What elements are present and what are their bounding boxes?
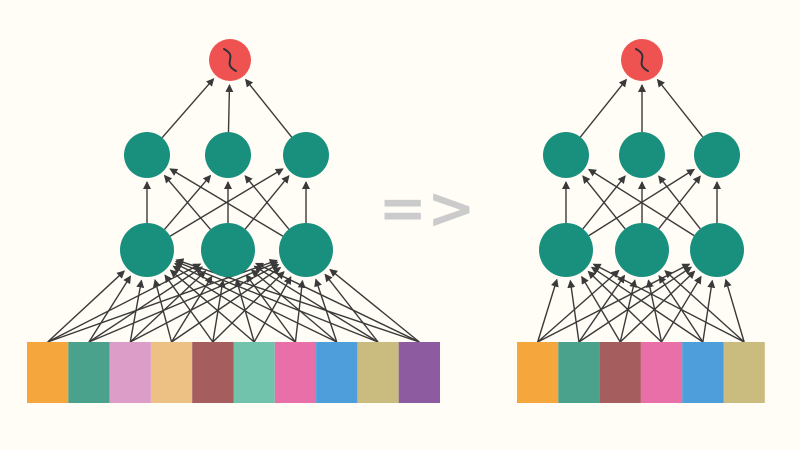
original-network-edge-in1-h12 (88, 261, 279, 343)
pruned-network-edge-in2-h12 (619, 270, 696, 343)
original-network-edge-in1-h10 (88, 275, 132, 343)
original-network-input-block-3 (150, 342, 193, 403)
pruned-network-edge-in0-h11 (537, 269, 620, 343)
original-network-edge-in3-h12 (171, 266, 282, 343)
original-network-edge-in2-h11 (129, 270, 207, 343)
pruned-network-hidden-node-l2-0 (543, 132, 589, 178)
original-network-activation-squiggle-icon (223, 48, 237, 72)
original-network-edge-in6-h10 (172, 265, 296, 343)
pruned-network-edge-h22-out (656, 78, 704, 138)
pruned-network-edge-in5-h11 (664, 270, 745, 343)
original-network-edge-h22-out (244, 78, 293, 138)
pruned-network-edge-in4-h10 (590, 266, 704, 343)
pruned-network-edge-in3-h11 (645, 279, 663, 343)
original-network-edge-in8-h12 (324, 273, 379, 343)
pruned-network-edge-in2-h11 (619, 279, 638, 343)
transform-arrow: => (378, 174, 475, 242)
original-network-hidden-node-l2-2 (283, 132, 329, 178)
pruned-network-hidden-node-l1-0 (539, 223, 593, 277)
original-network-edge-h21-out (225, 83, 234, 133)
pruned-network-edge-h11-h20 (582, 175, 626, 230)
original-network-edge-h12-h21 (244, 175, 290, 230)
pruned-network-input-block-3 (640, 342, 683, 403)
original-network-edge-in4-h12 (212, 271, 285, 343)
original-network-edge-in3-h11 (170, 275, 213, 343)
original-network-input-block-6 (274, 342, 317, 403)
pruned-network-edge-in3-h10 (587, 270, 663, 343)
original-network-edge-in9-h11 (255, 262, 420, 343)
original-network-input-block-0 (27, 342, 69, 403)
original-network-edge-in9-h12 (329, 268, 420, 343)
original-network-edge-in0-h10 (47, 270, 125, 343)
pruned-network-edge-h20-out (579, 78, 628, 138)
pruned-network-input-block-5 (723, 342, 765, 403)
pruned-network-hidden-node-l1-2 (690, 223, 744, 277)
pruned-network-activation-squiggle-icon (635, 48, 649, 72)
pruned-network-edge-in1-h12 (578, 266, 693, 343)
pruned-network-input-block-2 (599, 342, 641, 403)
original-network-hidden-node-l2-1 (205, 132, 251, 178)
original-network-edge-in7-h10 (173, 262, 338, 343)
original-network-edge-in6-h12 (294, 279, 306, 343)
pruned-network-hidden-node-l2-2 (694, 132, 740, 178)
pruned-network-edge-in0-h10 (536, 278, 559, 343)
pruned-network-edge-h12-h21 (658, 175, 701, 230)
nodes-layer (27, 39, 765, 403)
pruned-network-input-block-0 (517, 342, 559, 403)
pruned-network-edge-in4-h12 (702, 279, 716, 343)
pruned-network-input-block-4 (682, 342, 724, 403)
original-network-hidden-node-l1-0 (120, 223, 174, 277)
original-network-input-block-5 (233, 342, 275, 403)
original-network-edge-in8-h10 (174, 260, 379, 343)
original-network-edge-in2-h10 (129, 279, 145, 343)
original-network-edge-in4-h10 (164, 274, 214, 343)
original-network-edge-in8-h11 (253, 265, 379, 343)
original-network-input-block-2 (109, 342, 151, 403)
original-network-edge-h20-out (161, 78, 215, 139)
original-network-hidden-node-l1-1 (201, 223, 255, 277)
edges-layer (47, 78, 745, 343)
original-network-edge-in1-h11 (88, 266, 203, 343)
original-network-input-block-9 (398, 342, 440, 403)
original-network-input-block-7 (316, 342, 358, 403)
pruned-network-edge-in1-h10 (567, 279, 580, 343)
pruned-network-hidden-node-l2-1 (619, 132, 665, 178)
original-network-input-block-4 (192, 342, 234, 403)
original-network-hidden-node-l1-2 (279, 223, 333, 277)
pruned-network-edge-in5-h10 (592, 263, 745, 343)
original-network-input-block-8 (357, 342, 399, 403)
pruned-network-input-block-1 (558, 342, 600, 403)
pruned-network-hidden-node-l1-1 (615, 223, 669, 277)
original-network-edge-in5-h10 (169, 269, 255, 343)
original-network-edge-in3-h10 (152, 278, 173, 343)
original-network-input-block-1 (68, 342, 110, 403)
original-network-edge-h12-h20 (169, 168, 284, 237)
original-network-hidden-node-l2-0 (124, 132, 170, 178)
pruned-network-edge-in2-h10 (581, 275, 621, 343)
pruned-network-edge-h12-h20 (588, 168, 695, 237)
original-network-edge-in7-h11 (250, 269, 338, 343)
original-network-edge-h11-h20 (163, 174, 212, 230)
pruned-network-edge-in1-h11 (578, 274, 626, 343)
pruned-network-edge-in5-h12 (723, 278, 745, 343)
